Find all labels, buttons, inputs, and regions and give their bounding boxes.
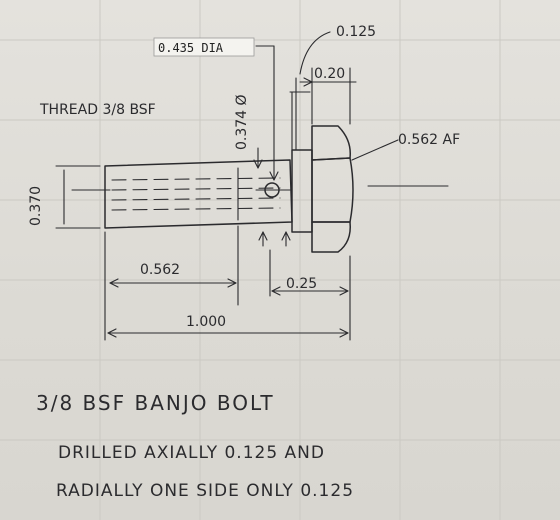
head-width-label: 0.20 [314,66,345,82]
top-hole-label: 0.125 [336,24,376,40]
af-leader [351,139,399,161]
note-line-2: RADIALLY ONE SIDE ONLY 0.125 [56,481,354,501]
length-dims [104,225,351,341]
thread-length-label: 0.562 [140,262,180,278]
undercut-dia-label: 0.374 Ø [234,94,250,150]
hole-dia-label: 0.435 DIA [158,41,224,55]
thread-label: THREAD 3/8 BSF [39,102,156,118]
note-line-1: DRILLED AXIALLY 0.125 AND [58,443,325,463]
drawing-title: 3/8 BSF BANJO BOLT [36,391,275,415]
across-flats-label: 0.562 AF [398,132,460,148]
collar-arrows [258,231,291,247]
head-offset-label: 0.25 [286,276,317,292]
hole-dia-box [153,37,255,57]
shank-dia-dim [55,165,101,229]
bolt-shank [104,159,293,229]
head-top-dims [289,31,357,151]
bolt-head [291,125,354,253]
overall-length-label: 1.000 [186,314,226,330]
hole-dia-leader [253,45,279,181]
shank-dia-label: 0.370 [28,186,44,226]
